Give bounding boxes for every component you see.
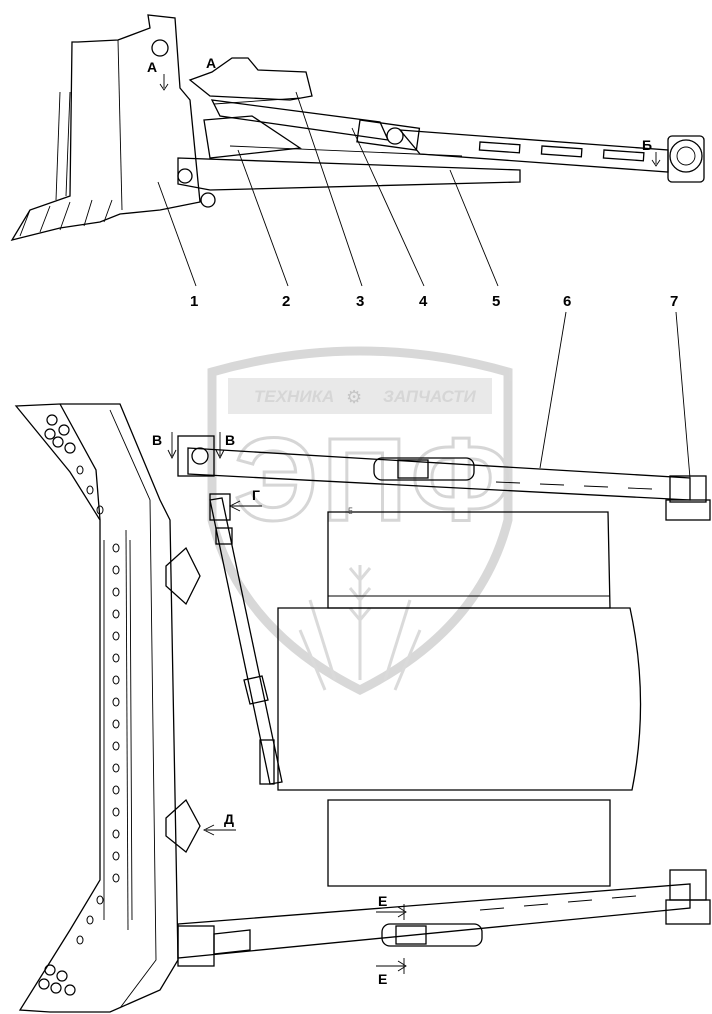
small-mark: 5 <box>348 506 353 516</box>
callout-7: 7 <box>670 293 678 310</box>
view-label-a-right: А <box>206 55 216 71</box>
watermark-logo-letters: ЭПФ <box>234 414 515 546</box>
callout-1: 1 <box>190 293 198 310</box>
callout-6: 6 <box>563 293 571 310</box>
view-label-a-left: А <box>147 59 157 75</box>
watermark-text-right: ЗАПЧАСТИ <box>383 387 476 406</box>
bolt-cluster-bottom <box>38 964 76 996</box>
view-label-g: Г <box>252 487 260 503</box>
side-view: А А Б 1 2 3 4 5 6 7 <box>10 14 705 310</box>
plan-view: В В Г Д Е Е 5 <box>14 311 711 1013</box>
callout-5: 5 <box>492 293 500 310</box>
watermark: ТЕХНИКА ⚙ ЗАПЧАСТИ ЭПФ <box>207 346 515 696</box>
view-label-v-left: В <box>152 432 162 448</box>
watermark-text-left: ТЕХНИКА <box>254 387 334 406</box>
callout-2: 2 <box>282 293 290 310</box>
callout-4: 4 <box>419 293 428 310</box>
view-label-e-bottom: Е <box>378 971 387 987</box>
wheat-emblem <box>298 565 422 691</box>
view-label-b: Б <box>642 137 652 153</box>
bolt-cluster-top <box>44 414 76 454</box>
view-label-d: Д <box>224 811 234 827</box>
blade-holes <box>76 465 120 945</box>
view-label-e-top: Е <box>378 893 387 909</box>
callout-3: 3 <box>356 293 364 310</box>
gear-icon: ⚙ <box>346 387 362 408</box>
view-label-v-right: В <box>225 432 235 448</box>
